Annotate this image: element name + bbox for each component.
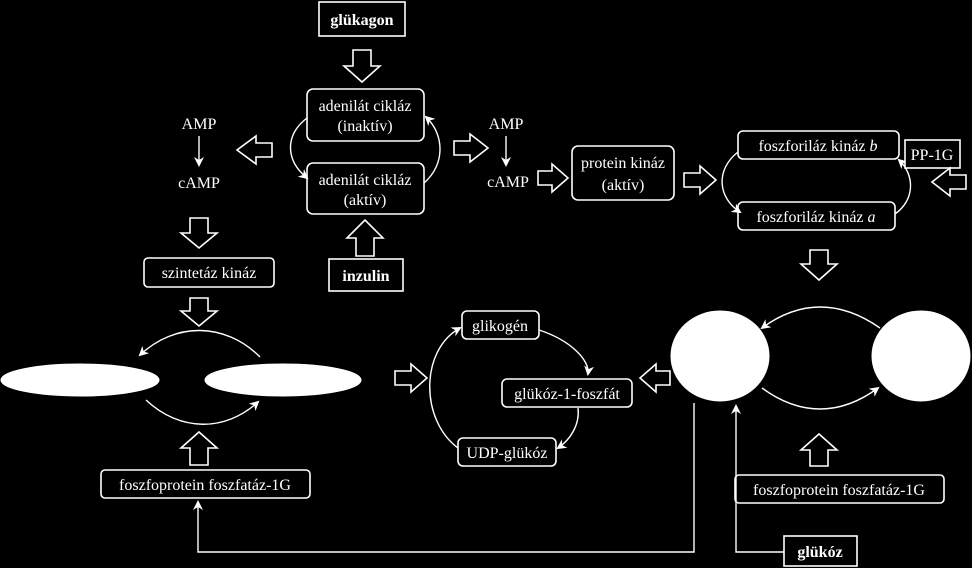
arrow-right-camp — [453, 132, 490, 164]
pp1g-right-label: foszfoprotein foszfatáz-1G — [753, 482, 925, 499]
arrow-left-g1p — [638, 362, 671, 394]
camp-left-label: cAMP — [178, 175, 220, 192]
phk-a-label: foszforiláz kináz a — [756, 209, 875, 226]
pp1g-small-box — [904, 139, 961, 169]
glycogen-box — [461, 310, 540, 340]
curve-phk-b-to-a — [721, 151, 742, 214]
feedback-phosphorylase-to-pp1g — [193, 403, 695, 553]
phosphorylase-kinase-a-box — [737, 201, 896, 231]
phk-a-text: foszforiláz kináz — [756, 209, 867, 226]
arrow-down-to-synthase — [178, 297, 220, 328]
curve-phosphorylase-top — [760, 306, 881, 330]
camp-mid-label: cAMP — [487, 174, 529, 191]
pka-line2: (aktív) — [602, 177, 645, 194]
glucose-to-phosphorylase-line — [731, 404, 784, 553]
amp-left-label: AMP — [182, 116, 217, 133]
arrow-up-synthase — [178, 430, 220, 466]
synthase-kinase-label: szintetáz kináz — [162, 265, 257, 282]
curve-synthase-bottom — [145, 399, 260, 425]
adenylate-inactive-line1: adenilát cikláz — [319, 98, 412, 115]
amp-mid-label: AMP — [489, 116, 524, 133]
arrow-down-glukagon — [341, 49, 383, 84]
phk-a-italic: a — [868, 209, 876, 226]
arrow-left-camp — [235, 134, 273, 166]
pp1g-small-label: PP-1G — [911, 147, 954, 164]
arrow-down-synthase-kinase — [178, 217, 220, 250]
arrow-up-inzulin — [345, 218, 385, 257]
synthase-form-right-ellipse — [204, 363, 362, 397]
g1p-label: glükóz-1-foszfát — [514, 386, 620, 403]
udp-glucose-box — [457, 437, 557, 467]
arrow-left-pp1g — [930, 166, 967, 198]
pp1g-right-box — [734, 474, 945, 504]
synthase-kinase-box — [143, 257, 275, 288]
curve-inactive-to-active — [289, 117, 309, 180]
adenylate-active-line1: adenilát cikláz — [319, 172, 412, 189]
protein-kinase-box — [571, 145, 675, 201]
adenylate-cyclase-active-box — [306, 162, 425, 215]
glycogen-label: glikogén — [472, 318, 528, 335]
phk-b-label: foszforiláz kináz b — [758, 138, 877, 155]
curve-glycogen-to-g1p — [538, 329, 595, 376]
phosphorylase-form-right-circle — [871, 310, 971, 402]
synthase-form-left-ellipse — [0, 363, 160, 397]
pp1g-left-label: foszfoprotein foszfatáz-1G — [119, 477, 291, 494]
glucose-box — [783, 535, 858, 567]
arrow-right-glycogen — [394, 362, 429, 394]
glucose-label: glükóz — [797, 544, 842, 561]
phosphorylase-form-left-circle — [670, 310, 770, 402]
arrow-right-pka — [537, 162, 570, 194]
arrow-down-phosphorylase — [798, 249, 840, 282]
curve-g1p-to-udpg — [556, 407, 579, 450]
curve-udpg-to-glycogen — [429, 327, 462, 449]
glukagon-box — [318, 1, 406, 37]
phk-b-text: foszforiláz kináz — [758, 138, 869, 155]
phosphorylase-kinase-b-box — [737, 130, 900, 160]
glukagon-label: glükagon — [330, 12, 393, 29]
adenylate-active-line2: (aktív) — [344, 192, 387, 209]
udpg-label: UDP-glükóz — [467, 445, 548, 462]
inzulin-box — [328, 258, 404, 292]
inzulin-label: inzulin — [342, 268, 389, 285]
adenylate-cyclase-inactive-box — [306, 88, 425, 142]
curve-phk-a-to-b — [894, 158, 912, 215]
pka-line1: protein kináz — [581, 155, 665, 172]
curve-phosphorylase-bottom — [761, 386, 880, 410]
phk-b-italic: b — [870, 138, 878, 155]
adenylate-inactive-line2: (inaktív) — [337, 118, 392, 135]
arrow-right-phk — [683, 164, 718, 196]
curve-synthase-top — [138, 329, 261, 358]
arrow-up-phosphorylase — [798, 432, 840, 467]
glucose-1-phosphate-box — [501, 378, 633, 408]
pp1g-left-box — [100, 469, 311, 499]
curve-active-to-inactive — [423, 115, 441, 184]
